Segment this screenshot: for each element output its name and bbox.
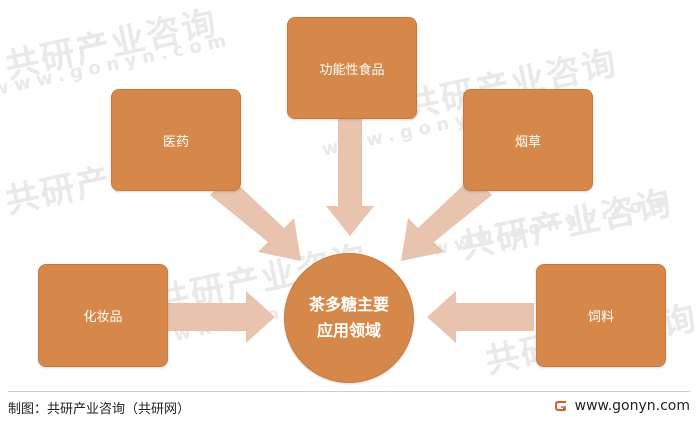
arrow-from-siliao bbox=[427, 291, 534, 343]
node-functional-food-label: 功能性食品 bbox=[319, 62, 385, 78]
node-feed: 饲料 bbox=[536, 264, 666, 367]
node-feed-label: 饲料 bbox=[587, 310, 614, 325]
node-functional-food: 功能性食品 bbox=[287, 17, 417, 119]
footer-site[interactable]: www.gonyn.com bbox=[574, 398, 690, 414]
footer-divider bbox=[8, 391, 690, 392]
node-medicine: 医药 bbox=[111, 89, 241, 191]
center-node-line2: 应用领域 bbox=[316, 321, 381, 340]
arrow-from-yiyao bbox=[210, 177, 301, 261]
footer-brand: www.gonyn.com bbox=[551, 397, 690, 415]
arrow-from-gongneng bbox=[326, 118, 374, 236]
node-cosmetics-label: 化妆品 bbox=[83, 310, 123, 325]
node-cosmetics: 化妆品 bbox=[38, 264, 168, 367]
node-tobacco-label: 烟草 bbox=[514, 134, 541, 150]
node-tobacco: 烟草 bbox=[463, 89, 593, 191]
center-node-line1: 茶多糖主要 bbox=[308, 295, 389, 314]
node-medicine-label: 医药 bbox=[162, 134, 189, 150]
arrow-from-huazhuang bbox=[168, 291, 275, 343]
footer-source: 制图：共研产业咨询（共研网） bbox=[8, 402, 191, 417]
center-node: 茶多糖主要 应用领域 bbox=[284, 253, 414, 383]
gonyn-logo-icon bbox=[551, 397, 570, 415]
arrow-from-yancao bbox=[401, 177, 492, 261]
